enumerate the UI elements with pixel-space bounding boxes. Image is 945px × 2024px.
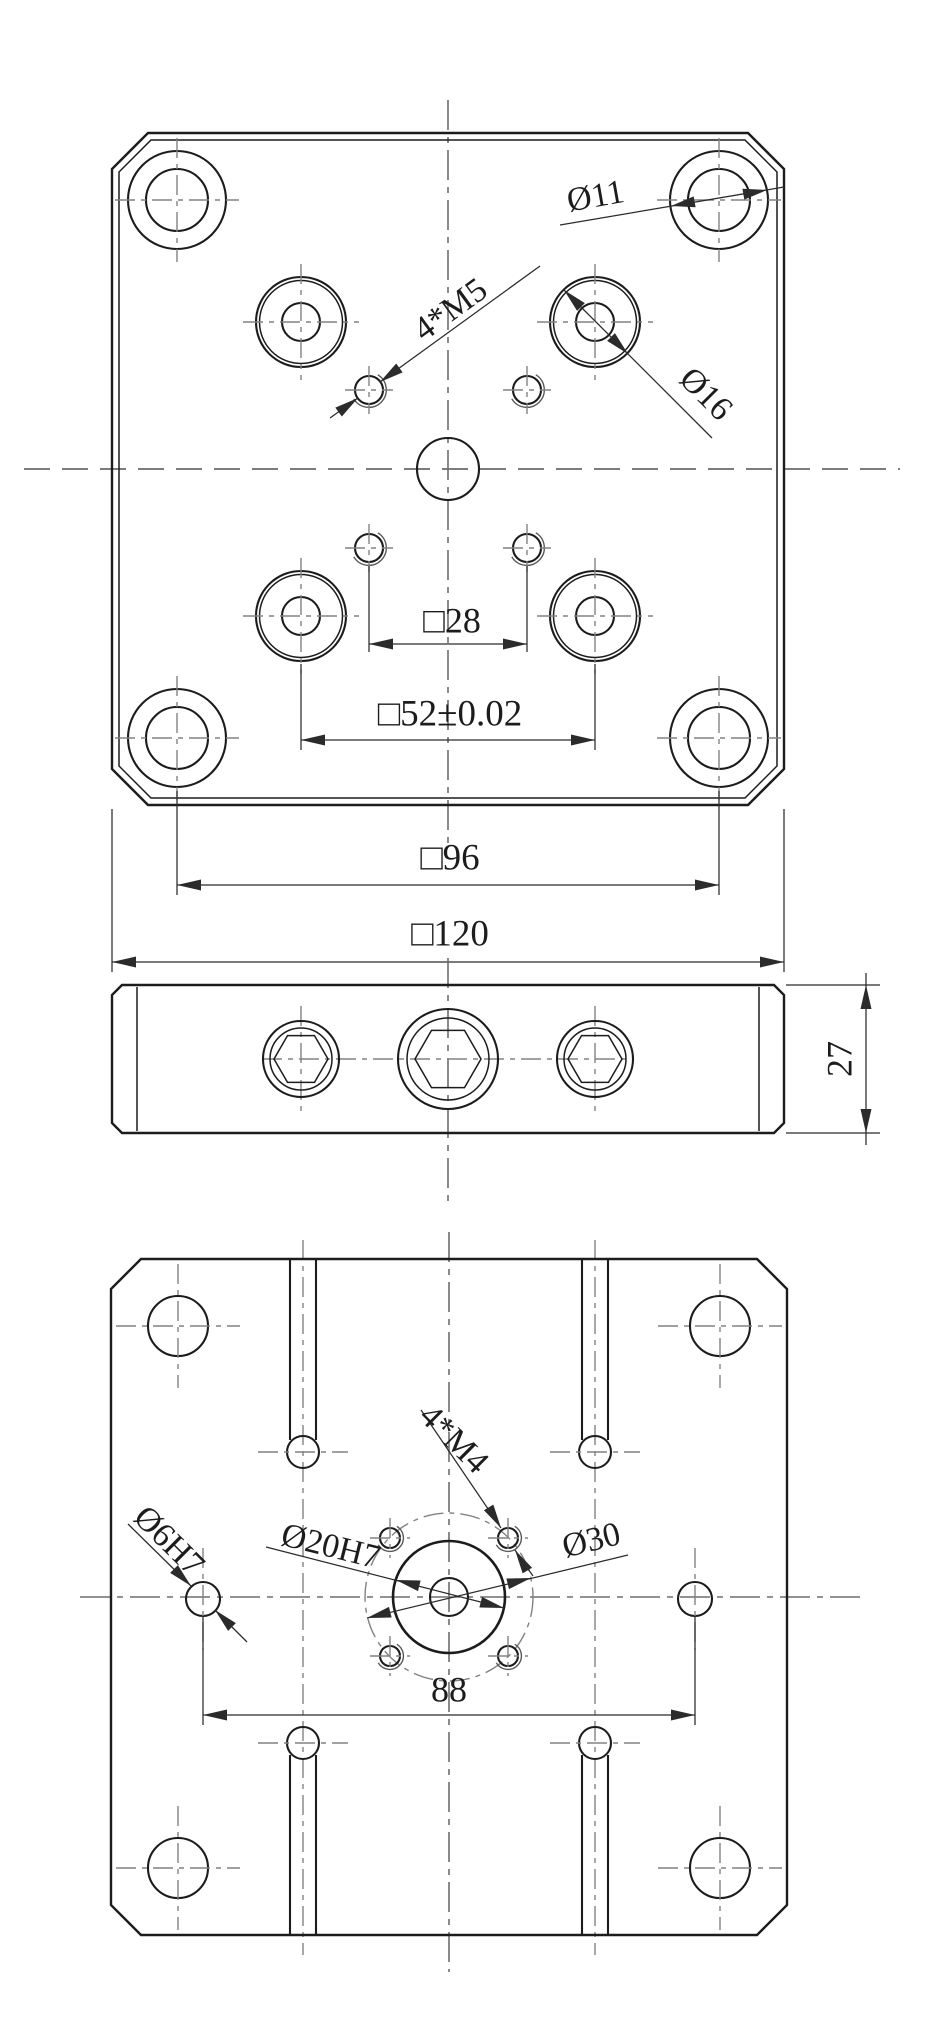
label-dia-16: Ø16 [672,360,740,428]
dim-thickness-27: 27 [819,1041,859,1077]
dim-span-88: 88 [431,1669,467,1709]
bottom-slots [258,1259,640,1935]
dim-square-96: □96 [420,837,479,878]
label-tapped-m5: 4*M5 [407,271,494,349]
dim-square-52: □52±0.02 [378,693,522,734]
top-corner-holes [115,138,781,800]
slot-centerlines [302,1240,596,1955]
top-stepped-holes [243,264,653,674]
bottom-view: 88 Ø20H7 Ø30 4*M4 Ø6H7 [80,1232,860,1972]
label-center-bore: Ø20H7 [278,1516,384,1576]
bolt-circle [364,1512,534,1682]
label-tapped-m4: 4*M4 [412,1397,496,1481]
bottom-plate-outline [109,1257,789,1937]
top-plate-outline [110,131,786,807]
label-dia-11: Ø11 [564,173,627,219]
bottom-corner-holes [116,1264,782,1930]
side-dimension-27: 27 [786,973,880,1145]
top-plate-inner-edge [118,139,778,799]
top-center-hole [415,436,481,502]
top-tapped-holes-m5 [345,366,551,572]
dim-square-120: □120 [411,913,489,954]
bottom-center-bore [364,1512,534,1682]
top-view: □28 □52±0.02 □96 □120 Ø11 Ø16 [24,100,900,972]
side-socket-screws [261,1007,635,1111]
label-dowel-hole: Ø6H7 [126,1499,211,1584]
dim-square-28: □28 [423,600,481,640]
side-end-chamfer-lines [136,987,760,1131]
side-view: 27 [110,958,880,1208]
side-plate-outline [110,983,786,1135]
